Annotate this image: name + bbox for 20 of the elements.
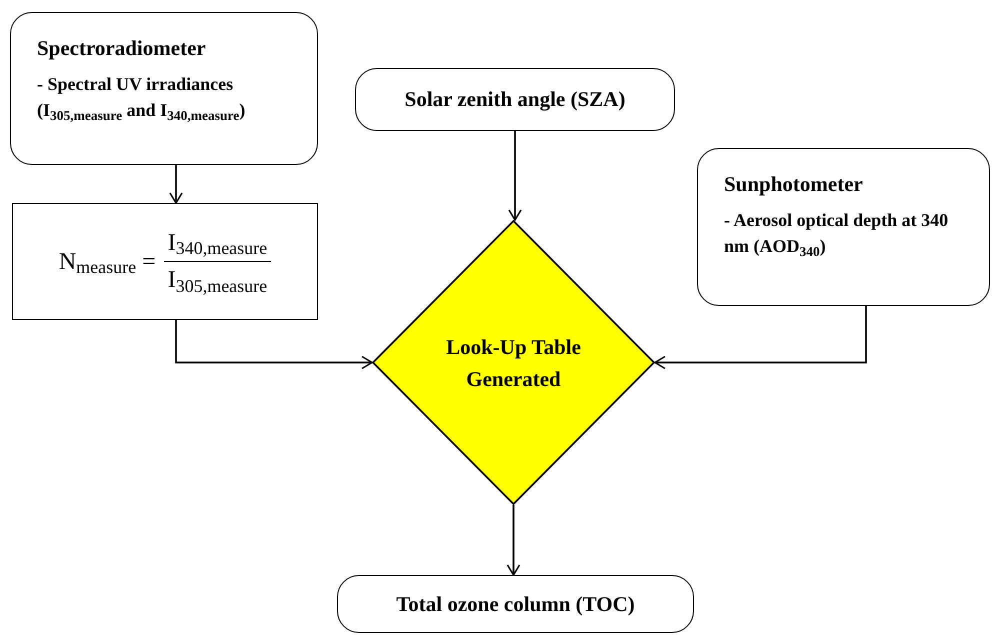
box-title: Sunphotometer	[724, 171, 864, 198]
box-description: - Spectral UV irradiances (I$_{305,measure}$ and I$_{340,measure}$)	[37, 73, 246, 124]
arrow	[508, 131, 522, 221]
process-box	[337, 575, 694, 633]
numerator-text: I$_{340,measure}$	[166, 228, 268, 260]
process-box	[10, 12, 318, 165]
formula-text: N$_{measure}$ =	[58, 248, 156, 279]
box-description: - Aerosol optical depth at 340 nm (AOD$_{340}$)	[724, 209, 950, 260]
box-title: Spectroradiometer	[37, 35, 207, 62]
diamond-text: Look-Up Table Generated	[445, 334, 582, 392]
box-title: Total ozone column (TOC)	[396, 590, 635, 618]
formula-box	[12, 203, 318, 320]
process-box	[697, 148, 990, 306]
box-title: Solar zenith angle (SZA)	[404, 86, 626, 113]
arrow	[169, 165, 183, 204]
arrow	[175, 320, 373, 370]
process-box	[355, 68, 675, 131]
arrow	[654, 306, 867, 370]
arrow	[506, 505, 520, 576]
denominator-text: I$_{305,measure}$	[166, 266, 268, 298]
